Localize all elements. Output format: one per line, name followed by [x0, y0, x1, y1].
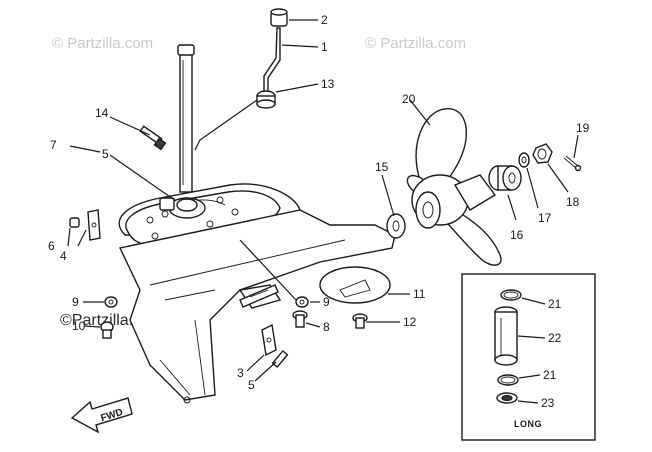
callout-12: 12 — [403, 315, 417, 329]
callout-18: 18 — [566, 195, 580, 209]
callout-16: 16 — [510, 228, 524, 242]
callout-5-upper: 5 — [102, 147, 109, 161]
spacer-16 — [488, 165, 522, 191]
nut-6 — [69, 217, 80, 228]
callout-13: 13 — [321, 77, 335, 91]
callout-1: 1 — [321, 40, 328, 54]
leader-lines — [67, 19, 579, 382]
washer-17 — [518, 152, 530, 168]
callout-14: 14 — [95, 106, 109, 120]
washer-9-right — [295, 296, 309, 308]
inset-long: LONG — [461, 273, 596, 441]
callout-19: 19 — [576, 121, 590, 135]
callout-21-bottom: 21 — [543, 368, 557, 382]
callout-8: 8 — [323, 320, 330, 334]
callout-9-right: 9 — [323, 295, 330, 309]
callout-2: 2 — [321, 13, 328, 27]
callout-9-left: 9 — [72, 295, 79, 309]
callout-21-top: 21 — [548, 297, 562, 311]
drive-shaft — [177, 44, 195, 193]
callout-6: 6 — [48, 239, 55, 253]
bracket-4 — [87, 209, 101, 241]
shift-cam — [159, 197, 175, 211]
shift-rod-cap — [270, 8, 288, 27]
callout-4: 4 — [60, 249, 67, 263]
lower-gear-case — [118, 209, 396, 404]
propeller-20 — [406, 108, 502, 266]
callout-20: 20 — [402, 92, 416, 106]
callout-17: 17 — [538, 211, 552, 225]
screw-12 — [352, 313, 368, 329]
bracket-3 — [261, 323, 277, 357]
shift-link — [239, 284, 279, 308]
callout-22: 22 — [548, 331, 562, 345]
plug-10 — [100, 321, 114, 339]
prop-nut-18 — [532, 143, 553, 164]
shift-rod — [263, 27, 281, 97]
bolt-5-lower — [271, 349, 289, 369]
anode-plate-11 — [319, 266, 391, 304]
screw-8 — [292, 310, 308, 328]
thrust-washer-15 — [386, 213, 406, 239]
callout-23: 23 — [541, 396, 555, 410]
callout-15: 15 — [375, 160, 389, 174]
callout-5-lower: 5 — [248, 378, 255, 392]
fwd-arrow: FWD — [70, 397, 133, 434]
callout-10: 10 — [72, 319, 86, 333]
shift-rod-grommet — [256, 90, 276, 109]
watermark-top-right: © Partzilla.com — [365, 35, 466, 52]
bolt-14 — [139, 125, 167, 151]
callout-3: 3 — [237, 366, 244, 380]
inset-label: LONG — [514, 419, 542, 429]
cotter-pin-19 — [563, 155, 582, 172]
callout-7: 7 — [50, 138, 57, 152]
callout-numbers: 2 1 13 14 7 5 6 4 9 10 3 5 9 8 12 11 15 … — [48, 13, 590, 410]
washer-9-left — [104, 296, 118, 308]
watermark-top-left: © Partzilla.com — [52, 35, 153, 52]
callout-11: 11 — [413, 287, 426, 301]
